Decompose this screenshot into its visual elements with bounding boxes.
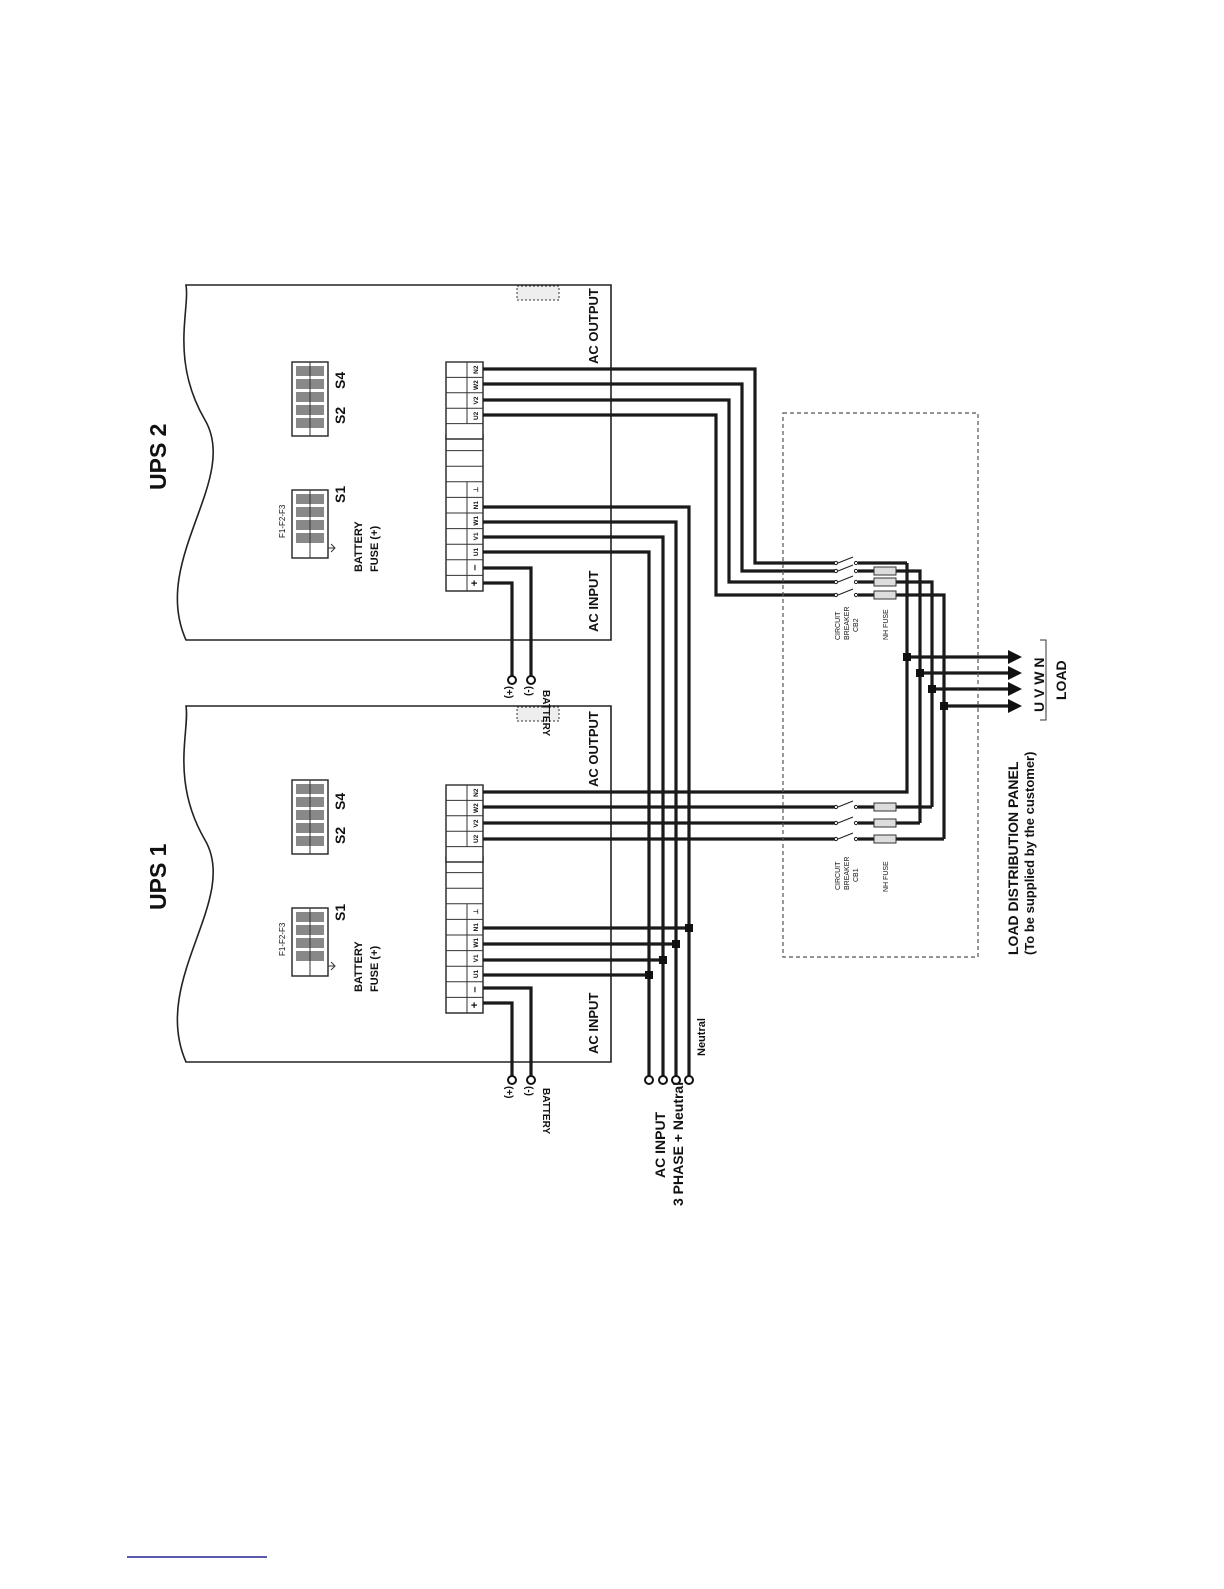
ups1-enclosure [176, 705, 612, 1063]
footer-rule [127, 1556, 267, 1558]
ups2-input-terminal-label: W1 [473, 516, 480, 526]
cb1-nh-fuse [873, 834, 897, 844]
ups2-fuse-arrow-icon [328, 543, 336, 553]
cb1-breaker-contact [837, 816, 854, 824]
cb1-line2: BREAKER [844, 857, 851, 890]
cb2-breaker-contact [837, 556, 854, 564]
cb1-nh-fuse-label: NH FUSE [883, 861, 890, 892]
ups1-battery-fuse-line1: BATTERY [353, 941, 365, 992]
ups2-input-terminal-label: V1 [473, 532, 480, 540]
load-phases-label: U V W N [1031, 658, 1047, 712]
ups2-battery-fuse-line1: BATTERY [353, 521, 365, 572]
ups2-input-terminal-label: ⊥ [472, 486, 480, 492]
ups1-s2-label: S2 [332, 827, 348, 844]
ups2-input-terminal-label: + [469, 580, 481, 586]
cb2-line3: CB2 [853, 618, 860, 632]
ups1-input-terminal-label: V1 [473, 954, 480, 962]
panel-title: LOAD DISTRIBUTION PANEL [1005, 761, 1021, 955]
ups1-output-terminal-label: U2 [473, 834, 480, 843]
junction-dots [645, 653, 948, 979]
ups2-switch-s1 [291, 489, 329, 559]
ups2-enclosure [176, 284, 612, 641]
ups1-battery-plus: (+) [503, 1086, 514, 1099]
labels: UPS 2 UPS 1 AC INPUT AC OUTPUT AC INPUT … [145, 288, 1069, 1206]
ups2-output-terminal-label: U2 [473, 411, 480, 420]
ups1-output-terminal-label: V2 [473, 819, 480, 827]
ups1-ac-output-label: AC OUTPUT [586, 711, 601, 787]
ups2-s1-label: S1 [332, 486, 348, 503]
load-distribution-panel-border [782, 412, 979, 958]
ups2-db-connector [516, 285, 560, 301]
ups1-output-terminal-label: N2 [473, 788, 480, 797]
ups1-s1-label: S1 [332, 904, 348, 921]
ups1-input-terminal-label: N1 [473, 923, 480, 932]
breakers-and-fuses [833, 556, 897, 844]
ups1-db-connector [516, 706, 560, 722]
ups1-fuses-label: F1-F2-F3 [278, 922, 287, 956]
mains-line2: 3 PHASE + Neutral [670, 1082, 686, 1206]
cb1-nh-fuse [873, 818, 897, 828]
ups2-output-terminal-label: V2 [473, 396, 480, 404]
ups2-battery-minus: (-) [523, 686, 534, 696]
cb2-breaker-contact [837, 588, 854, 596]
cb1-breaker-contact [837, 832, 854, 840]
ups2-s2-label: S2 [332, 407, 348, 424]
cb1-nh-fuse [873, 802, 897, 812]
cb2-breaker-contact [837, 575, 854, 583]
ups2-fuses-label: F1-F2-F3 [278, 504, 287, 538]
cb2-nh-fuse [873, 566, 897, 576]
ups2-input-terminal-label: – [469, 565, 481, 571]
panel-subtitle: (To be supplied by the customer) [1022, 752, 1037, 955]
ups2-battery-label: BATTERY [540, 690, 551, 736]
load-arrows [1008, 639, 1047, 721]
ups1-s4-label: S4 [332, 793, 348, 810]
load-label: LOAD [1053, 660, 1069, 700]
ups1-fuse-arrow-icon [328, 961, 336, 971]
ups1-battery-fuse-line2: FUSE (+) [369, 946, 381, 992]
ups2-input-terminal-label: N1 [473, 501, 480, 510]
mains-line1: AC INPUT [652, 1111, 668, 1178]
ups2-ac-output-label: AC OUTPUT [586, 288, 601, 364]
ups1-switch-s2-s4 [291, 779, 329, 855]
ups1-output-terminal-block [445, 784, 484, 863]
cb1-line3: CB1 [853, 868, 860, 882]
ups2-title: UPS 2 [145, 424, 171, 490]
end-nodes [507, 675, 694, 1085]
wires [483, 367, 1010, 1077]
ups1-input-terminal-label: U1 [473, 969, 480, 978]
cb2-line1: CIRCUIT [835, 611, 842, 640]
ups2-battery-fuse-line2: FUSE (+) [369, 526, 381, 572]
ups2-input-terminal-label: U1 [473, 547, 480, 556]
cb2-breaker-contact [837, 564, 854, 572]
ups1-ac-input-label: AC INPUT [586, 993, 601, 1054]
cb2-nh-fuse-label: NH FUSE [883, 609, 890, 640]
ups1-input-terminal-label: + [469, 1002, 481, 1008]
cb1-breaker-contact [837, 800, 854, 808]
ups1-input-terminal-label: W1 [473, 938, 480, 948]
ups1-output-terminal-label: W2 [473, 803, 480, 813]
ups2-output-terminal-label: N2 [473, 365, 480, 374]
ups2-s4-label: S4 [332, 372, 348, 389]
ups1-input-terminal-label: ⊥ [472, 908, 480, 914]
ups1-battery-label: BATTERY [540, 1088, 551, 1134]
ups2-ac-input-label: AC INPUT [586, 571, 601, 632]
ups1-title: UPS 1 [145, 843, 171, 910]
ups1-input-terminal-label: – [469, 987, 481, 993]
cb2-nh-fuse [873, 590, 897, 600]
mains-neutral-label: Neutral [696, 1018, 708, 1056]
cb2-nh-fuse [873, 577, 897, 587]
cb2-line2: BREAKER [844, 607, 851, 640]
ups2-battery-plus: (+) [503, 686, 514, 699]
ups1-switch-s1 [291, 907, 329, 977]
cb1-line1: CIRCUIT [835, 861, 842, 890]
ups1-battery-minus: (-) [523, 1086, 534, 1096]
ups2-switch-s2-s4 [291, 361, 329, 437]
ups2-output-terminal-label: W2 [473, 380, 480, 390]
